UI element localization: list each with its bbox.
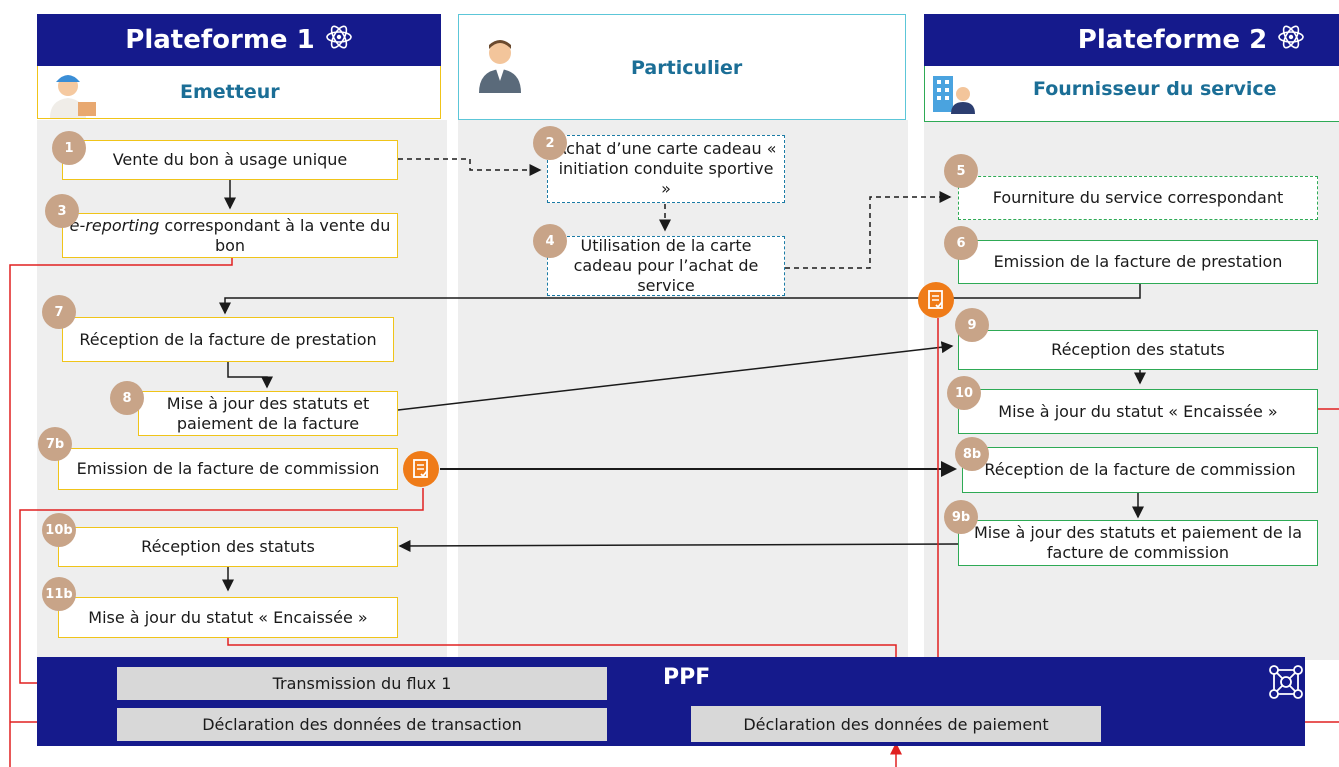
step-6-text: Emission de la facture de prestation [993,252,1283,271]
step-6-badge: 6 [944,226,978,260]
step-8b-badge: 8b [955,437,989,471]
step-5-box: Fourniture du service correspondant [958,176,1318,220]
step-7-box: Réception de la facture de prestation [62,317,394,362]
step-7b-text: Emission de la facture de commission [76,459,380,478]
ppf-title: PPF [663,665,711,690]
emetteur-header: Emetteur [37,66,441,119]
step-8-text: Mise à jour des statuts et paiement de l… [166,393,370,433]
step-5-text: Fourniture du service correspondant [992,188,1284,207]
step-2-box: Achat d’une carte cadeau « initiation co… [547,135,785,203]
fournisseur-header: Fournisseur du service [924,66,1339,122]
emetteur-label: Emetteur [180,81,280,103]
step-11b-box: Mise à jour du statut « Encaissée » [58,597,398,638]
building-person-icon [931,74,977,119]
step-8b-box: Réception de la facture de commission [962,447,1318,493]
step-8b-text: Réception de la facture de commission [984,460,1296,479]
fournisseur-label: Fournisseur du service [1033,78,1277,100]
step-3-italic: e-reporting [69,215,160,235]
particulier-column [458,120,908,660]
step-2-badge: 2 [533,126,567,160]
step-10b-badge: 10b [42,513,76,547]
step-2-text: Achat d’une carte cadeau « initiation co… [555,139,777,198]
step-7b-badge: 7b [38,427,72,461]
step-1-text: Vente du bon à usage unique [112,150,348,169]
plateforme1-header: Plateforme 1 [37,14,441,66]
invoice-icon [918,282,954,318]
step-9-badge: 9 [955,308,989,342]
step-8-badge: 8 [110,381,144,415]
step-9b-text: Mise à jour des statuts et paiement de l… [973,523,1303,562]
step-7-badge: 7 [42,295,76,329]
plateforme1-column [37,120,447,660]
step-10-box: Mise à jour du statut « Encaissée » [958,389,1318,434]
network-icon [1266,662,1306,706]
step-6-box: Emission de la facture de prestation [958,240,1318,284]
step-4-badge: 4 [533,224,567,258]
plateforme2-title: Plateforme 2 [1077,25,1268,55]
plateforme2-header: Plateforme 2 [924,14,1339,66]
particulier-header: Particulier [458,14,906,120]
step-3-text: correspondant à la vente du bon [159,215,391,255]
invoice-icon [403,451,439,487]
step-3-box: e-reporting correspondant à la vente du … [62,213,398,258]
step-9-box: Réception des statuts [958,330,1318,370]
step-9b-box: Mise à jour des statuts et paiement de l… [958,520,1318,566]
step-11b-badge: 11b [42,577,76,611]
step-11b-text: Mise à jour du statut « Encaissée » [88,607,368,627]
delivery-person-icon [42,68,98,123]
step-8-box: Mise à jour des statuts et paiement de l… [138,391,398,436]
atom-icon [1277,23,1305,58]
step-10-badge: 10 [947,376,981,410]
step-10-text: Mise à jour du statut « Encaissée » [998,401,1278,421]
transmission-flux-box: Transmission du flux 1 [117,667,607,700]
step-4-box: Utilisation de la carte cadeau pour l’ac… [547,236,785,296]
step-10b-text: Réception des statuts [141,537,315,556]
step-9b-badge: 9b [944,500,978,534]
atom-icon [325,23,353,58]
person-icon [477,37,523,98]
step-4-text: Utilisation de la carte cadeau pour l’ac… [573,236,759,295]
step-1-box: Vente du bon à usage unique [62,140,398,180]
step-9-text: Réception des statuts [1051,340,1225,359]
step-3-badge: 3 [45,194,79,228]
declaration-transaction-box: Déclaration des données de transaction [117,708,607,741]
step-1-badge: 1 [52,131,86,165]
plateforme1-title: Plateforme 1 [125,25,315,55]
step-10b-box: Réception des statuts [58,527,398,567]
declaration-paiement-box: Déclaration des données de paiement [691,706,1101,742]
step-7-text: Réception de la facture de prestation [79,329,377,349]
particulier-label: Particulier [631,57,743,79]
step-7b-box: Emission de la facture de commission [58,448,398,490]
step-5-badge: 5 [944,154,978,188]
